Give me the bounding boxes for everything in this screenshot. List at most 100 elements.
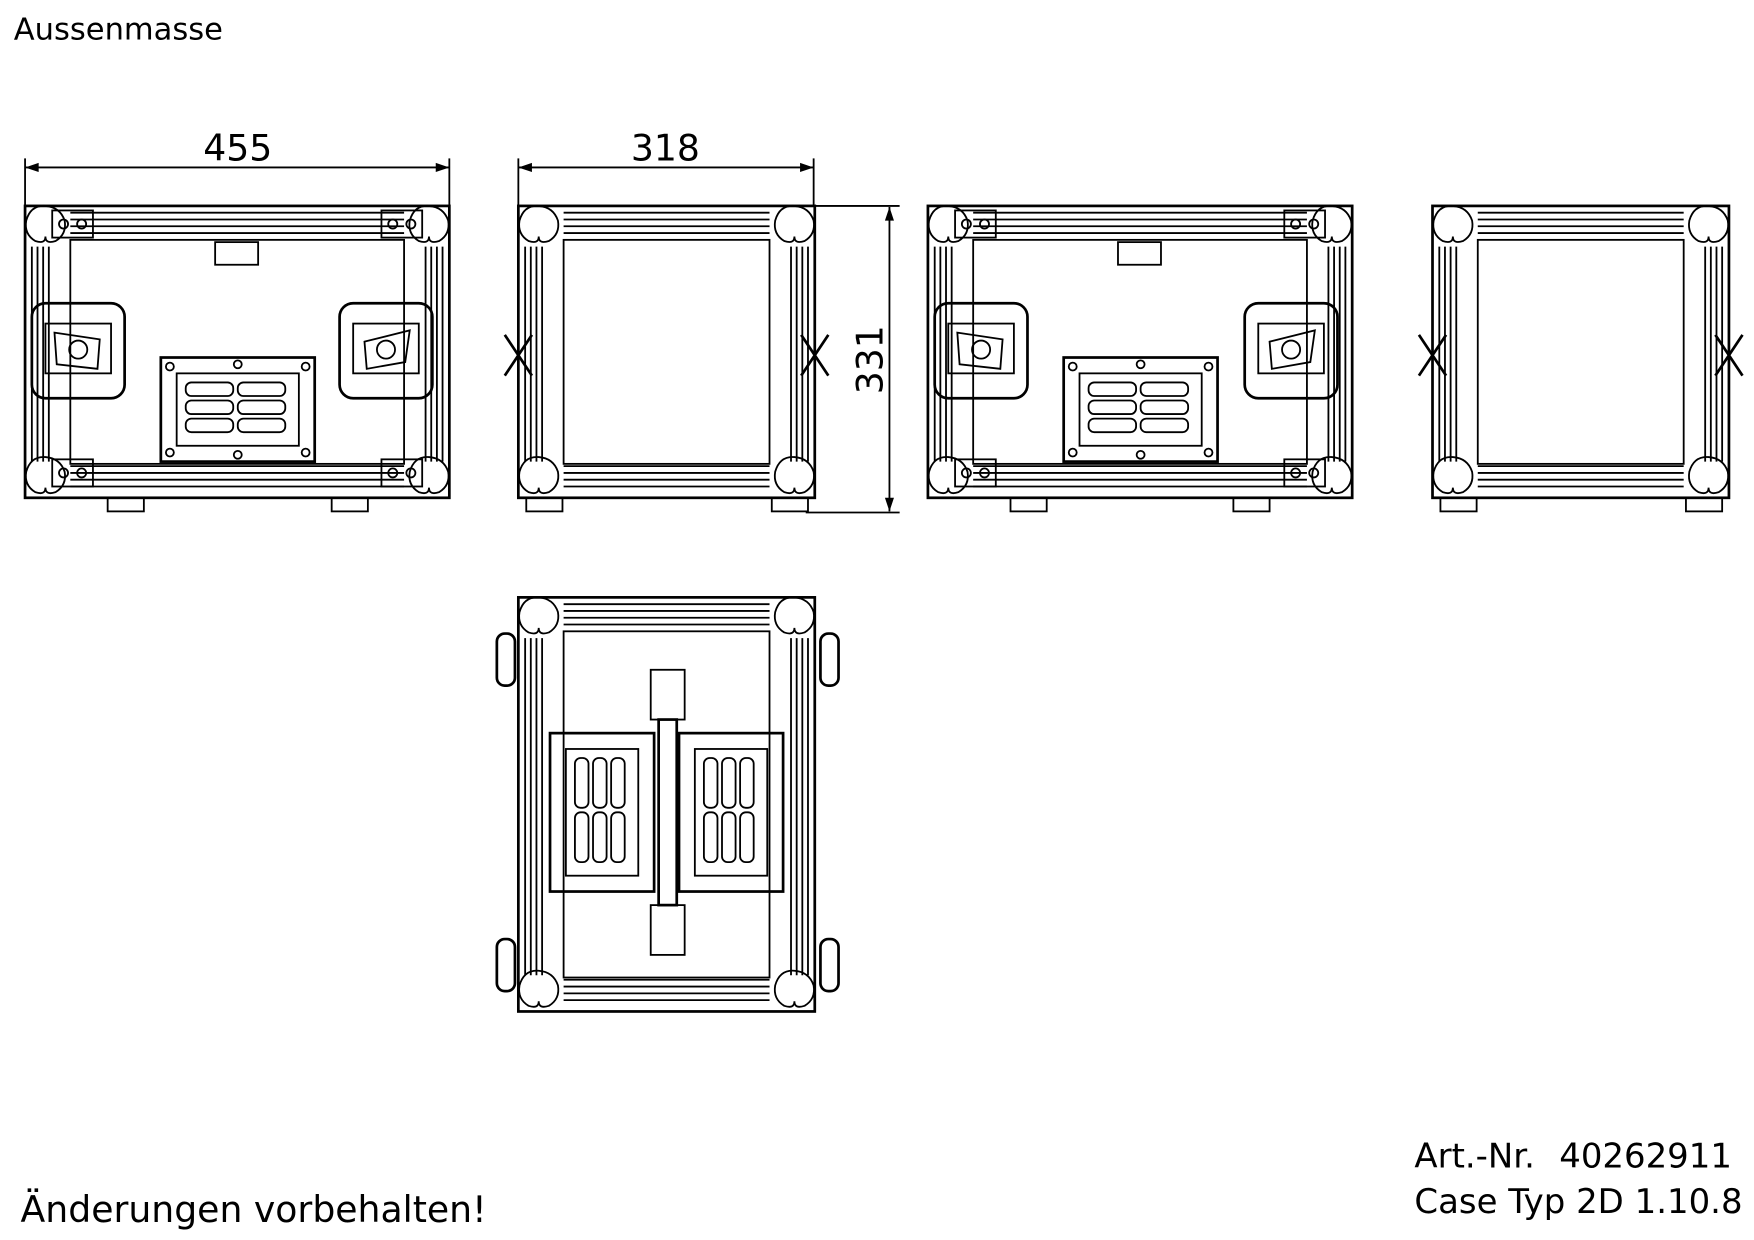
foot — [330, 496, 369, 513]
vent-slot — [574, 757, 590, 809]
vent-slot — [184, 399, 235, 415]
vent-panel — [677, 731, 785, 893]
carry-handle — [657, 718, 679, 907]
corner-plate — [954, 209, 997, 239]
vent-slot — [739, 811, 755, 864]
vent-slot — [1139, 399, 1190, 415]
handle-icon — [1714, 334, 1744, 377]
rivet — [387, 218, 399, 230]
corner-ball-icon — [518, 596, 560, 635]
vent-slot — [721, 757, 737, 809]
side-latch — [819, 632, 840, 687]
vent-slot — [1139, 417, 1190, 434]
rivet — [76, 467, 88, 479]
rivet — [387, 467, 399, 479]
article-number: 40262911 — [1559, 1137, 1732, 1177]
corner-ball-icon — [1688, 456, 1730, 495]
panel-inner — [562, 238, 771, 465]
rivet — [1290, 467, 1302, 479]
screw — [300, 361, 311, 372]
case-type-text: Case Typ 2D 1.10.8 — [1414, 1182, 1742, 1222]
vent-frame — [693, 748, 769, 877]
corner-ball-icon — [927, 456, 969, 495]
latch-pivot — [971, 339, 992, 360]
label-holder — [1117, 241, 1162, 266]
arrowhead — [884, 497, 894, 512]
latch-pivot — [376, 339, 396, 360]
arrowhead — [25, 162, 39, 172]
side-latch — [819, 937, 840, 993]
case-outline — [926, 204, 1354, 500]
rivet — [979, 467, 990, 479]
vent-slot — [1139, 381, 1190, 397]
handle-icon — [800, 334, 830, 377]
screw — [300, 447, 311, 458]
foot — [1685, 496, 1724, 513]
screw — [1203, 361, 1214, 372]
screw — [1135, 449, 1146, 460]
foot — [1232, 496, 1271, 513]
vent-slot — [610, 757, 626, 809]
rivet — [1308, 467, 1320, 479]
corner-ball-icon — [518, 969, 560, 1008]
corner-plate — [1283, 209, 1326, 239]
foot — [770, 496, 809, 513]
butterfly-latch — [1243, 301, 1339, 400]
drawing-title: Aussenmasse — [14, 13, 223, 48]
handle-bracket — [649, 904, 686, 956]
screw — [165, 447, 175, 458]
vent-slot — [592, 757, 608, 809]
vent-slot — [1087, 417, 1137, 434]
side-latch — [495, 632, 517, 687]
vent-frame — [1078, 372, 1203, 447]
butterfly-latch — [338, 301, 434, 400]
depth-dimension-label: 318 — [631, 127, 700, 170]
panel-inner — [972, 238, 1308, 465]
vent-slot — [721, 811, 737, 864]
vent-slot — [184, 417, 235, 434]
vent-slot — [592, 811, 608, 864]
side-view-right — [1417, 204, 1744, 513]
label-holder — [214, 241, 260, 266]
case-outline — [516, 596, 817, 1013]
handle-icon — [1417, 334, 1448, 377]
arrowhead — [518, 162, 532, 172]
corner-plate — [1283, 458, 1326, 488]
rivet — [979, 218, 990, 230]
butterfly-latch — [30, 301, 126, 400]
rivet — [405, 467, 417, 479]
screw — [1067, 361, 1078, 372]
corner-plate — [51, 209, 94, 239]
vent-frame — [564, 748, 640, 877]
corner-ball-icon — [773, 204, 815, 243]
corner-ball-icon — [24, 456, 66, 495]
rivet — [1308, 218, 1320, 230]
front-view — [23, 204, 451, 513]
latch-lever — [53, 331, 101, 370]
arrowhead — [800, 162, 814, 172]
latch-pivot — [68, 339, 89, 360]
rivet — [58, 467, 69, 479]
panel-inner — [1476, 238, 1685, 465]
case-views — [23, 204, 1744, 1013]
article-label: Art.-Nr. — [1414, 1137, 1535, 1177]
latch-pivot — [1281, 339, 1302, 360]
corner-ball-icon — [1311, 204, 1353, 243]
vent-slot — [236, 417, 287, 434]
vent-slot — [574, 811, 590, 864]
side-view-left — [503, 204, 830, 513]
vent-slot — [1087, 399, 1137, 415]
rivet — [960, 218, 972, 230]
vent-slot — [702, 811, 719, 864]
vent-slot — [1087, 381, 1137, 397]
latch-lever — [363, 329, 411, 370]
case-outline — [516, 204, 817, 500]
latch-lever — [1268, 329, 1316, 370]
latch-plate — [1257, 322, 1325, 375]
latch-plate — [44, 322, 112, 375]
panel-inner — [562, 630, 771, 979]
rear-view — [926, 204, 1354, 513]
corner-plate — [954, 458, 997, 488]
vent-slot — [702, 757, 719, 809]
vent-panel — [548, 731, 656, 893]
